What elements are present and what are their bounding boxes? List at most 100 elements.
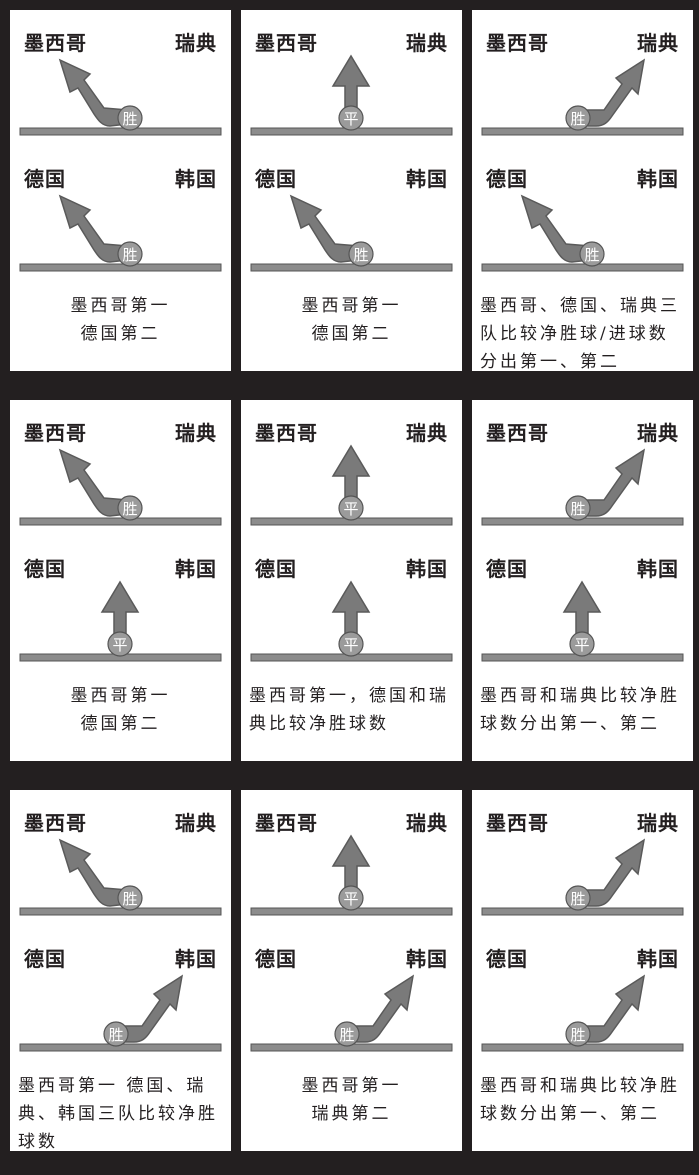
match-result-graphic: 胜 [19, 838, 222, 916]
team-left: 德国 [486, 947, 528, 971]
scenario-description: 墨西哥第一，德国和瑞典比较净胜球数 [249, 686, 449, 734]
match-result-graphic: 胜 [19, 448, 222, 526]
match-result-graphic: 胜 [481, 974, 684, 1052]
team-left: 墨西哥 [486, 31, 549, 55]
ball-icon [348, 241, 374, 267]
result-label: 平 [343, 636, 358, 654]
ground-bar [19, 907, 222, 916]
match-row: 胜德国韩国 [10, 926, 231, 1066]
ground-bar [19, 127, 222, 136]
ball-icon [338, 631, 364, 657]
team-left: 墨西哥 [255, 811, 318, 835]
result-label: 胜 [584, 246, 599, 264]
team-right: 韩国 [406, 167, 448, 191]
result-label: 胜 [122, 500, 137, 518]
match-row: 胜 德国 韩国 [241, 926, 462, 1066]
match-result-graphic: 胜 [19, 194, 222, 272]
up-arrow-icon [331, 834, 371, 895]
team-right: 瑞典 [406, 421, 448, 445]
match-row: 平德国韩国 [472, 536, 693, 676]
match-row: 胜墨西哥瑞典 [10, 400, 231, 540]
team-right: 瑞典 [175, 811, 217, 835]
match-row: 平墨西哥瑞典 [241, 400, 462, 540]
result-label: 胜 [570, 1026, 585, 1044]
ground-bar [19, 263, 222, 272]
scenario-description: 墨西哥第一 德国、瑞典、韩国三队比较净胜球数 [18, 1076, 218, 1152]
result-label: 胜 [570, 890, 585, 908]
match-result-graphic: 平 [250, 444, 453, 526]
result-label: 平 [343, 110, 358, 128]
team-right: 韩国 [637, 947, 679, 971]
team-right: 韩国 [175, 947, 217, 971]
result-label: 胜 [108, 1026, 123, 1044]
ball-icon [117, 495, 143, 521]
right-kick-arrow-icon [117, 974, 184, 1043]
match-row: 胜 德国 韩国 [241, 146, 462, 286]
result-label: 胜 [122, 890, 137, 908]
up-arrow-icon [331, 54, 371, 115]
match-row: 胜墨西哥瑞典 [472, 790, 693, 930]
team-left: 德国 [255, 947, 297, 971]
result-label: 胜 [570, 500, 585, 518]
match-result-graphic: 胜 [481, 194, 684, 272]
ball-icon [338, 885, 364, 911]
team-left: 墨西哥 [486, 811, 549, 835]
team-left: 德国 [486, 167, 528, 191]
scenario-card: 胜墨西哥瑞典胜德国韩国墨西哥和瑞典比较净胜球数分出第一、第二 [472, 790, 693, 1151]
ground-bar [250, 263, 453, 272]
scenario-description: 墨西哥第一 瑞典第二 [301, 1076, 402, 1124]
match-row: 平墨西哥瑞典 [241, 10, 462, 150]
result-label: 平 [343, 890, 358, 908]
ball-icon [565, 885, 591, 911]
team-left: 墨西哥 [24, 31, 87, 55]
match-row: 平 德国 韩国 [241, 536, 462, 676]
match-row: 胜墨西哥瑞典 [472, 10, 693, 150]
ball-icon [117, 241, 143, 267]
result-label: 平 [343, 500, 358, 518]
left-kick-arrow-icon [58, 58, 129, 127]
match-result-graphic: 胜 [250, 974, 453, 1052]
team-right: 瑞典 [637, 421, 679, 445]
team-left: 墨西哥 [486, 421, 549, 445]
up-arrow-icon [100, 580, 140, 641]
match-result-graphic: 胜 [19, 974, 222, 1052]
team-left: 德国 [255, 167, 297, 191]
match-row: 胜德国韩国 [10, 146, 231, 286]
result-label: 平 [574, 636, 589, 654]
scenario-card: 平墨西哥瑞典平德国韩国墨西哥第一，德国和瑞典比较净胜球数 [241, 400, 462, 761]
team-right: 韩国 [406, 947, 448, 971]
result-label: 平 [112, 636, 127, 654]
team-right: 韩国 [406, 557, 448, 581]
team-left: 墨西哥 [255, 31, 318, 55]
match-result-graphic: 胜 [481, 838, 684, 916]
team-left: 墨西哥 [24, 811, 87, 835]
match-row: 胜 德国 韩国 [472, 926, 693, 1066]
ball-icon [565, 105, 591, 131]
match-row: 胜 墨西哥 瑞典 [472, 400, 693, 540]
ball-icon [569, 631, 595, 657]
team-left: 德国 [255, 557, 297, 581]
left-kick-arrow-icon [58, 838, 129, 907]
match-result-graphic: 平 [250, 54, 453, 136]
ball-icon [334, 1021, 360, 1047]
result-label: 胜 [570, 110, 585, 128]
scenario-description: 墨西哥和瑞典比较净胜球数分出第一、第二 [480, 686, 680, 734]
right-kick-arrow-icon [579, 58, 646, 127]
up-arrow-icon [331, 580, 371, 641]
ball-icon [103, 1021, 129, 1047]
right-kick-arrow-icon [579, 448, 646, 517]
match-result-graphic: 平 [250, 834, 453, 916]
left-kick-arrow-icon [58, 194, 129, 263]
result-label: 胜 [353, 246, 368, 264]
ball-icon [117, 885, 143, 911]
team-right: 韩国 [637, 167, 679, 191]
team-left: 德国 [486, 557, 528, 581]
ball-icon [565, 495, 591, 521]
ball-icon [107, 631, 133, 657]
ground-bar [19, 517, 222, 526]
match-row: 胜 德国 韩国 [472, 146, 693, 286]
team-left: 墨西哥 [24, 421, 87, 445]
scenario-description: 墨西哥第一 德国第二 [70, 686, 171, 734]
match-result-graphic: 平 [19, 580, 222, 662]
match-result-graphic: 胜 [481, 448, 684, 526]
